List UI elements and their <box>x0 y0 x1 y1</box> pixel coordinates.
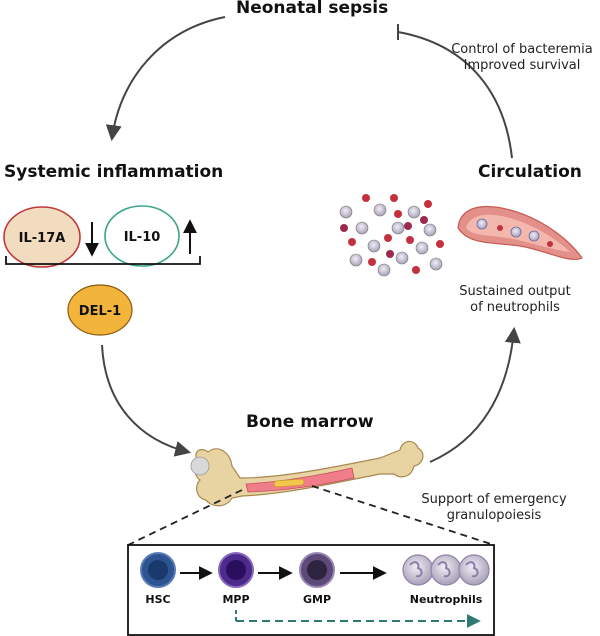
neutrophil-output-note: Sustained output of neutrophils <box>450 284 580 316</box>
il10-label: IL-10 <box>124 230 161 245</box>
neutrophil-cells <box>402 554 490 586</box>
circulation-title: Circulation <box>478 162 582 182</box>
bacteremia-note-line2: Improved survival <box>463 58 581 73</box>
neutrophils-label: Neutrophils <box>410 593 483 606</box>
granulopoiesis-line2: granulopoiesis <box>446 508 542 523</box>
hsc-label: HSC <box>145 593 170 606</box>
bone-marrow-title: Bone marrow <box>246 412 374 432</box>
il17a-oval <box>3 206 81 268</box>
zoom-line-left <box>127 489 243 546</box>
arrow-bone-to-circulation <box>429 326 521 463</box>
bracket <box>5 256 201 265</box>
granulopoiesis-note: Support of emergency granulopoiesis <box>414 492 574 524</box>
bacteremia-note: Control of bacteremia Improved survival <box>444 42 600 74</box>
arrow-del1-to-bone <box>101 344 192 457</box>
il10-oval <box>104 205 180 267</box>
zoom-line-right <box>311 485 495 546</box>
mpp-label: MPP <box>222 593 249 606</box>
inhibition-circulation-to-sepsis <box>397 31 513 159</box>
blood-cell-cluster <box>339 194 444 277</box>
neonatal-sepsis-title: Neonatal sepsis <box>236 0 389 18</box>
arrow-sepsis-to-inflammation <box>105 16 226 142</box>
del1-label: DEL-1 <box>79 304 121 319</box>
gmp-label: GMP <box>303 593 331 606</box>
neutrophil-output-line1: Sustained output <box>459 284 571 299</box>
blood-vessel <box>457 206 583 260</box>
neutrophil-output-line2: of neutrophils <box>470 300 560 315</box>
bone-illustration <box>190 440 424 507</box>
systemic-inflammation-title: Systemic inflammation <box>4 162 224 182</box>
granulopoiesis-line1: Support of emergency <box>421 492 567 507</box>
del1-oval <box>67 284 133 336</box>
bacteremia-note-line1: Control of bacteremia <box>451 42 593 57</box>
il17a-label: IL-17A <box>19 231 66 246</box>
